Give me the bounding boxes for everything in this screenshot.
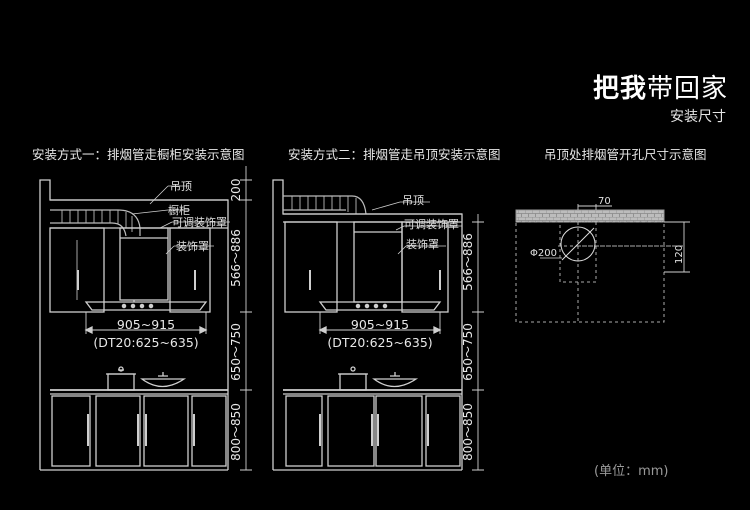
label-cabinet: 橱柜 <box>168 203 190 217</box>
wok-2 <box>372 372 419 388</box>
label-adjustable-cover-1: 可调装饰罩 <box>172 215 227 229</box>
label-ceiling-1: 吊顶 <box>170 180 192 193</box>
exhaust-duct-ceiling <box>283 195 367 215</box>
dim-hole-diameter: Φ200 <box>530 248 557 259</box>
diagram-method-1 <box>39 166 252 471</box>
brand-title-bold: 把我 <box>592 74 647 104</box>
caption-method-2: 安装方式二：排烟管走吊顶安装示意图 <box>288 147 501 162</box>
label-adjustable-cover-2: 可调装饰罩 <box>404 217 459 231</box>
caption-method-1: 安装方式一：排烟管走橱柜安装示意图 <box>32 147 245 162</box>
dim-hole-offset: 70 <box>598 196 611 207</box>
dim-hood-width-dt20-2: (DT20:625~635) <box>327 335 432 350</box>
dim-counter-height-1: 800～850 <box>229 403 243 461</box>
label-ceiling-2: 吊顶 <box>402 194 424 207</box>
dim-hood-width-dt20-1: (DT20:625~635) <box>93 335 198 350</box>
dim-hole-depth: 120 <box>674 245 685 264</box>
unit-note: (单位：mm) <box>594 464 669 479</box>
wok <box>140 372 187 388</box>
cooking-pot-2 <box>338 366 368 391</box>
dim-upper-height-2: 566～886 <box>461 233 475 291</box>
dim-hood-height-1: 650～750 <box>229 323 243 381</box>
dim-counter-height-2: 800～850 <box>461 403 475 461</box>
diagram-ceiling-hole <box>515 204 690 323</box>
exhaust-duct <box>50 209 141 237</box>
caption-ceiling-hole: 吊顶处排烟管开孔尺寸示意图 <box>544 147 707 162</box>
dim-hood-width-2: 905~915 <box>351 317 409 332</box>
brand-title: 把我带回家 <box>593 68 728 105</box>
label-decor-cover-1: 装饰罩 <box>176 239 209 253</box>
dim-hood-width-1: 905~915 <box>117 317 175 332</box>
diagram-method-2 <box>272 179 484 471</box>
cooking-pot <box>106 366 136 391</box>
page-subtitle: 安装尺寸 <box>670 109 726 125</box>
dim-hood-height-2: 650～750 <box>461 323 475 381</box>
brand-title-light: 带回家 <box>646 74 728 104</box>
label-decor-cover-2: 装饰罩 <box>406 237 439 251</box>
dim-upper-height-1: 566～886 <box>229 229 243 287</box>
dim-ceiling-gap: 200 <box>229 179 243 202</box>
